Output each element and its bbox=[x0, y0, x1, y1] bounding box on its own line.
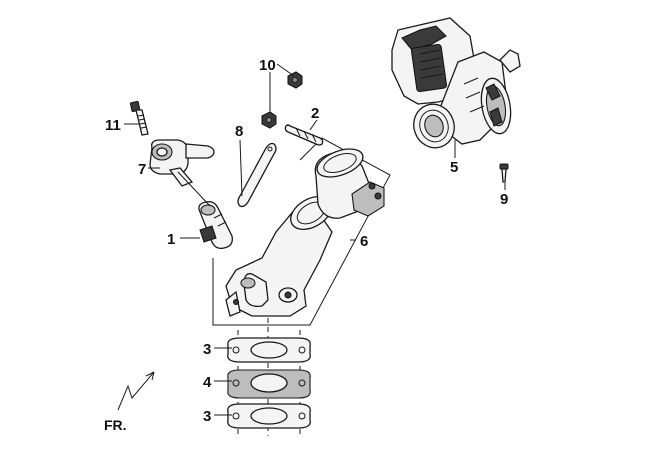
gasket-upper bbox=[227, 337, 311, 363]
bolt bbox=[129, 100, 149, 136]
callout-3-lower: 3 bbox=[203, 408, 211, 425]
callout-7: 7 bbox=[138, 161, 146, 178]
callout-11: 11 bbox=[105, 117, 121, 134]
callout-3-upper: 3 bbox=[203, 341, 211, 358]
callout-1: 1 bbox=[167, 231, 175, 248]
throttle-body bbox=[391, 17, 521, 149]
callout-5: 5 bbox=[450, 159, 458, 176]
injector-cap bbox=[149, 139, 215, 187]
screw bbox=[499, 163, 509, 183]
leader-lines bbox=[124, 63, 506, 416]
fixing-plate bbox=[237, 142, 277, 208]
clip-stud bbox=[284, 124, 324, 146]
fuel-injector bbox=[198, 200, 233, 250]
callout-2: 2 bbox=[311, 105, 319, 122]
callout-9: 9 bbox=[500, 191, 508, 208]
nut-upper bbox=[287, 71, 303, 89]
intake-joint-hose bbox=[314, 148, 385, 219]
callout-4: 4 bbox=[203, 374, 212, 391]
front-label: FR. bbox=[104, 417, 127, 433]
front-direction-arrow-icon bbox=[117, 371, 155, 411]
nut-lower bbox=[261, 111, 277, 129]
callout-10: 10 bbox=[259, 57, 276, 74]
gasket-lower bbox=[227, 403, 311, 429]
insulator-plate bbox=[227, 369, 311, 399]
callout-6: 6 bbox=[360, 233, 368, 250]
callout-8: 8 bbox=[235, 123, 243, 140]
